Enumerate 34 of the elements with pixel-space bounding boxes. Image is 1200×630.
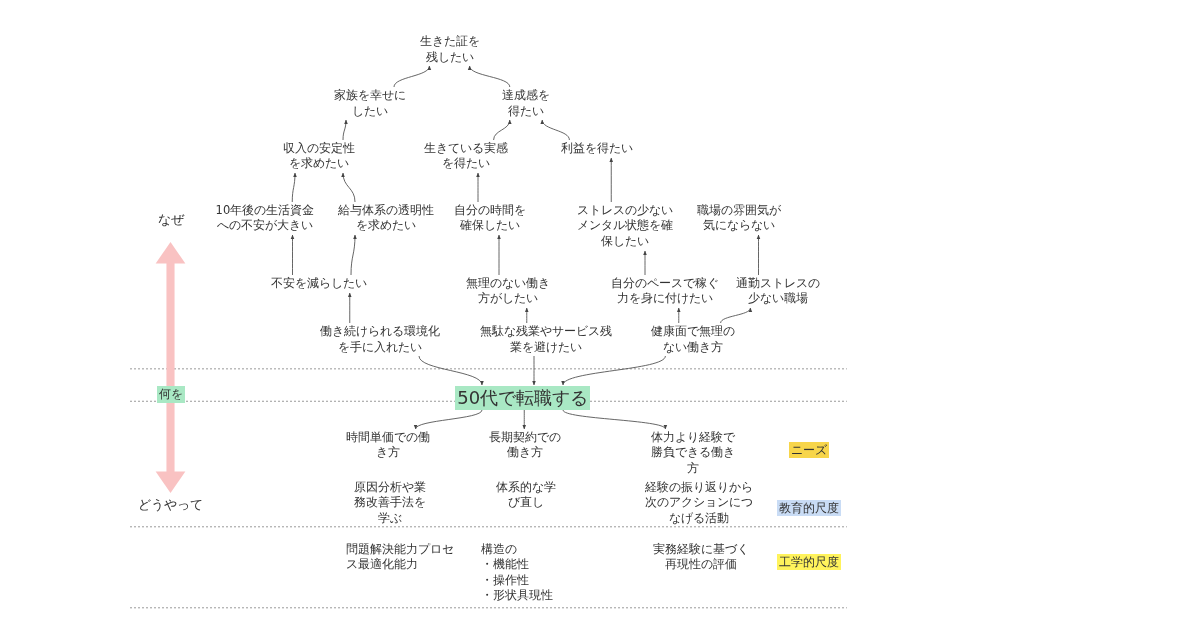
- tree-label: 給与体系の透明性を求めたい: [334, 202, 439, 234]
- tree-label: 長期契約での働き方: [485, 429, 566, 461]
- row-label: どうやって: [138, 495, 203, 514]
- highlighted-label: 何を: [156, 386, 185, 403]
- tree-label: 職場の雰囲気が気にならない: [692, 202, 786, 234]
- highlighted-label: ニーズ: [789, 441, 830, 458]
- tree-label: 利益を得たい: [551, 140, 644, 157]
- row-label: 構造の・機能性・操作性・形状具現性: [481, 541, 554, 604]
- tree-label: 自分のペースで稼ぐ力を身に付けたい: [606, 275, 724, 307]
- tree-label: 無理のない働き方がしたい: [462, 275, 555, 307]
- highlighted-label: 工学的尺度: [777, 553, 842, 570]
- tree-label: 10年後の生活資金への不安が大きい: [212, 202, 318, 234]
- tree-label: 働き続けられる環境化を手に入れたい: [314, 324, 445, 356]
- row-label: 実務経験に基づく再現性の評価: [651, 541, 750, 573]
- tree-label: 生きている実感を得たい: [420, 140, 513, 172]
- tree-label: 不安を減らしたい: [266, 275, 372, 292]
- goal-label: 50代で転職する: [455, 386, 591, 410]
- row-label: 経験の振り返りから次のアクションにつなげる活動: [643, 479, 754, 527]
- highlighted-label: 教育的尺度: [777, 499, 842, 516]
- row-label: 原因分析や業務改善手法を学ぶ: [353, 479, 428, 527]
- row-label: 問題解決能力プロセス最適化能力: [345, 541, 455, 573]
- tree-label: 健康面で無理のない働き方: [646, 324, 740, 356]
- tree-label: 達成感を得たい: [498, 88, 553, 120]
- tree-label: 生きた証を残したい: [416, 34, 484, 66]
- tree-label: 収入の安定性を求めたい: [279, 140, 359, 172]
- tree-label: 家族を幸せにしたい: [330, 88, 410, 120]
- tree-label: 自分の時間を確保したい: [450, 202, 531, 234]
- row-label: 体系的な学び直し: [494, 479, 557, 511]
- tree-label: ストレスの少ないメンタル状態を確保したい: [572, 202, 678, 250]
- tree-label: 無駄な残業やサービス残業を避けたい: [474, 324, 617, 356]
- tree-label: 通勤ストレスの少ない職場: [732, 275, 825, 307]
- tree-label: 時間単価での働き方: [341, 429, 435, 461]
- row-label: なぜ: [157, 210, 184, 229]
- tree-label: 体力より経験で勝負できる働き方: [646, 429, 740, 477]
